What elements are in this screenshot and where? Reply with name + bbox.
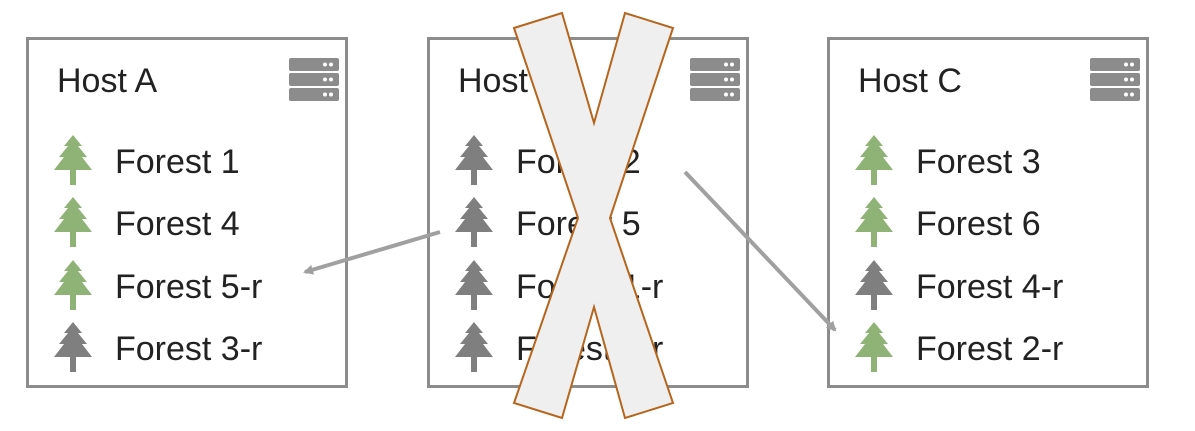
forest-label: Forest 2	[516, 143, 641, 181]
forest-label: Forest 3	[916, 143, 1041, 181]
forest-label: Forest 6	[916, 205, 1041, 243]
forest-item: Forest 5-r	[53, 260, 343, 316]
forest-label: Forest 1-r	[516, 268, 664, 306]
pine-tree-icon	[54, 135, 92, 185]
host-b-box: Host B Forest 2 Forest 5 Forest 1-r Fore…	[427, 37, 749, 388]
server-icon	[1090, 58, 1140, 101]
forest-item: Forest 1	[53, 135, 343, 191]
forest-label: Forest 6-r	[516, 330, 664, 368]
forest-item: Forest 2-r	[854, 322, 1144, 378]
server-icon	[690, 58, 740, 101]
forest-item: Forest 4-r	[854, 260, 1144, 316]
host-a-box: Host A Forest 1 Forest 4 Forest 5-r Fore…	[26, 37, 348, 388]
host-c-box: Host C Forest 3 Forest 6 Forest 4-r Fore…	[827, 37, 1149, 388]
forest-item: Forest 5	[454, 197, 744, 253]
pine-tree-icon	[855, 260, 893, 310]
forest-item: Forest 4	[53, 197, 343, 253]
forest-item: Forest 1-r	[454, 260, 744, 316]
pine-tree-icon	[855, 322, 893, 372]
pine-tree-icon	[455, 197, 493, 247]
forest-label: Forest 3-r	[115, 330, 263, 368]
forest-label: Forest 5	[516, 205, 641, 243]
pine-tree-icon	[54, 260, 92, 310]
pine-tree-icon	[54, 197, 92, 247]
forest-label: Forest 4-r	[916, 268, 1064, 306]
forest-label: Forest 4	[115, 205, 240, 243]
server-icon	[289, 58, 339, 101]
forest-item: Forest 6-r	[454, 322, 744, 378]
pine-tree-icon	[455, 135, 493, 185]
pine-tree-icon	[455, 260, 493, 310]
forest-item: Forest 3-r	[53, 322, 343, 378]
forest-item: Forest 2	[454, 135, 744, 191]
pine-tree-icon	[855, 197, 893, 247]
host-b-title: Host B	[458, 62, 561, 100]
forest-label: Forest 2-r	[916, 330, 1064, 368]
pine-tree-icon	[855, 135, 893, 185]
pine-tree-icon	[455, 322, 493, 372]
forest-label: Forest 5-r	[115, 268, 263, 306]
forest-label: Forest 1	[115, 143, 240, 181]
forest-item: Forest 6	[854, 197, 1144, 253]
host-a-title: Host A	[57, 62, 158, 100]
host-c-title: Host C	[858, 62, 962, 100]
pine-tree-icon	[54, 322, 92, 372]
forest-item: Forest 3	[854, 135, 1144, 191]
